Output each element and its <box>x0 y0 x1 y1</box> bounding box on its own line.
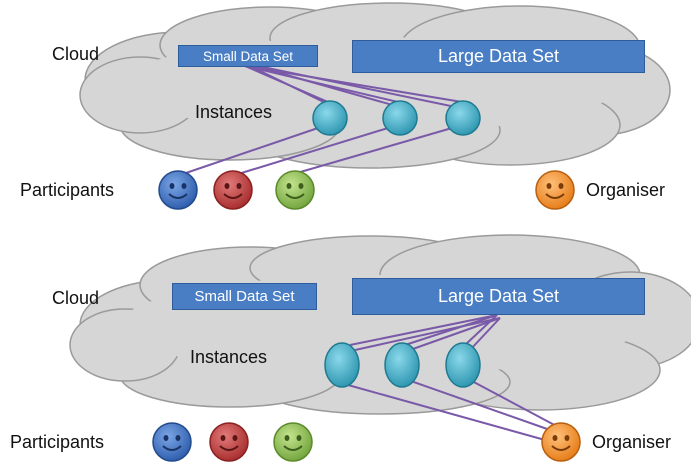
instances-top <box>312 100 481 136</box>
instances-bottom <box>324 342 481 388</box>
instances-label-bottom: Instances <box>190 347 268 367</box>
participant-face-green <box>273 422 313 462</box>
small-data-set-box-bottom: Small Data Set <box>172 283 317 310</box>
organiser-face <box>535 170 575 210</box>
participant-face-red <box>209 422 249 462</box>
organiser-label-bottom: Organiser <box>592 432 672 452</box>
cloud-label-bottom: Cloud <box>52 288 100 308</box>
instances-label-top: Instances <box>195 102 273 122</box>
organiser-face <box>541 422 581 462</box>
links-bottom <box>347 314 561 441</box>
instance-node <box>445 100 481 136</box>
small-data-set-box-top: Small Data Set <box>178 45 318 67</box>
participants-label-bottom: Participants <box>10 432 105 452</box>
instance-node <box>445 342 481 388</box>
participant-face-green <box>275 170 315 210</box>
participant-faces-top <box>158 170 575 210</box>
participants-label-top: Participants <box>20 180 115 200</box>
participant-face-red <box>213 170 253 210</box>
links-top <box>179 65 471 176</box>
participant-faces-bottom <box>152 422 581 462</box>
instance-node <box>384 342 420 388</box>
instance-node <box>382 100 418 136</box>
large-data-set-box-top: Large Data Set <box>352 40 645 73</box>
instance-node <box>312 100 348 136</box>
participant-face-blue <box>158 170 198 210</box>
organiser-label-top: Organiser <box>586 180 666 200</box>
instance-node <box>324 342 360 388</box>
cloud-label-top: Cloud <box>52 44 100 64</box>
participant-face-blue <box>152 422 192 462</box>
large-data-set-box-bottom: Large Data Set <box>352 278 645 315</box>
